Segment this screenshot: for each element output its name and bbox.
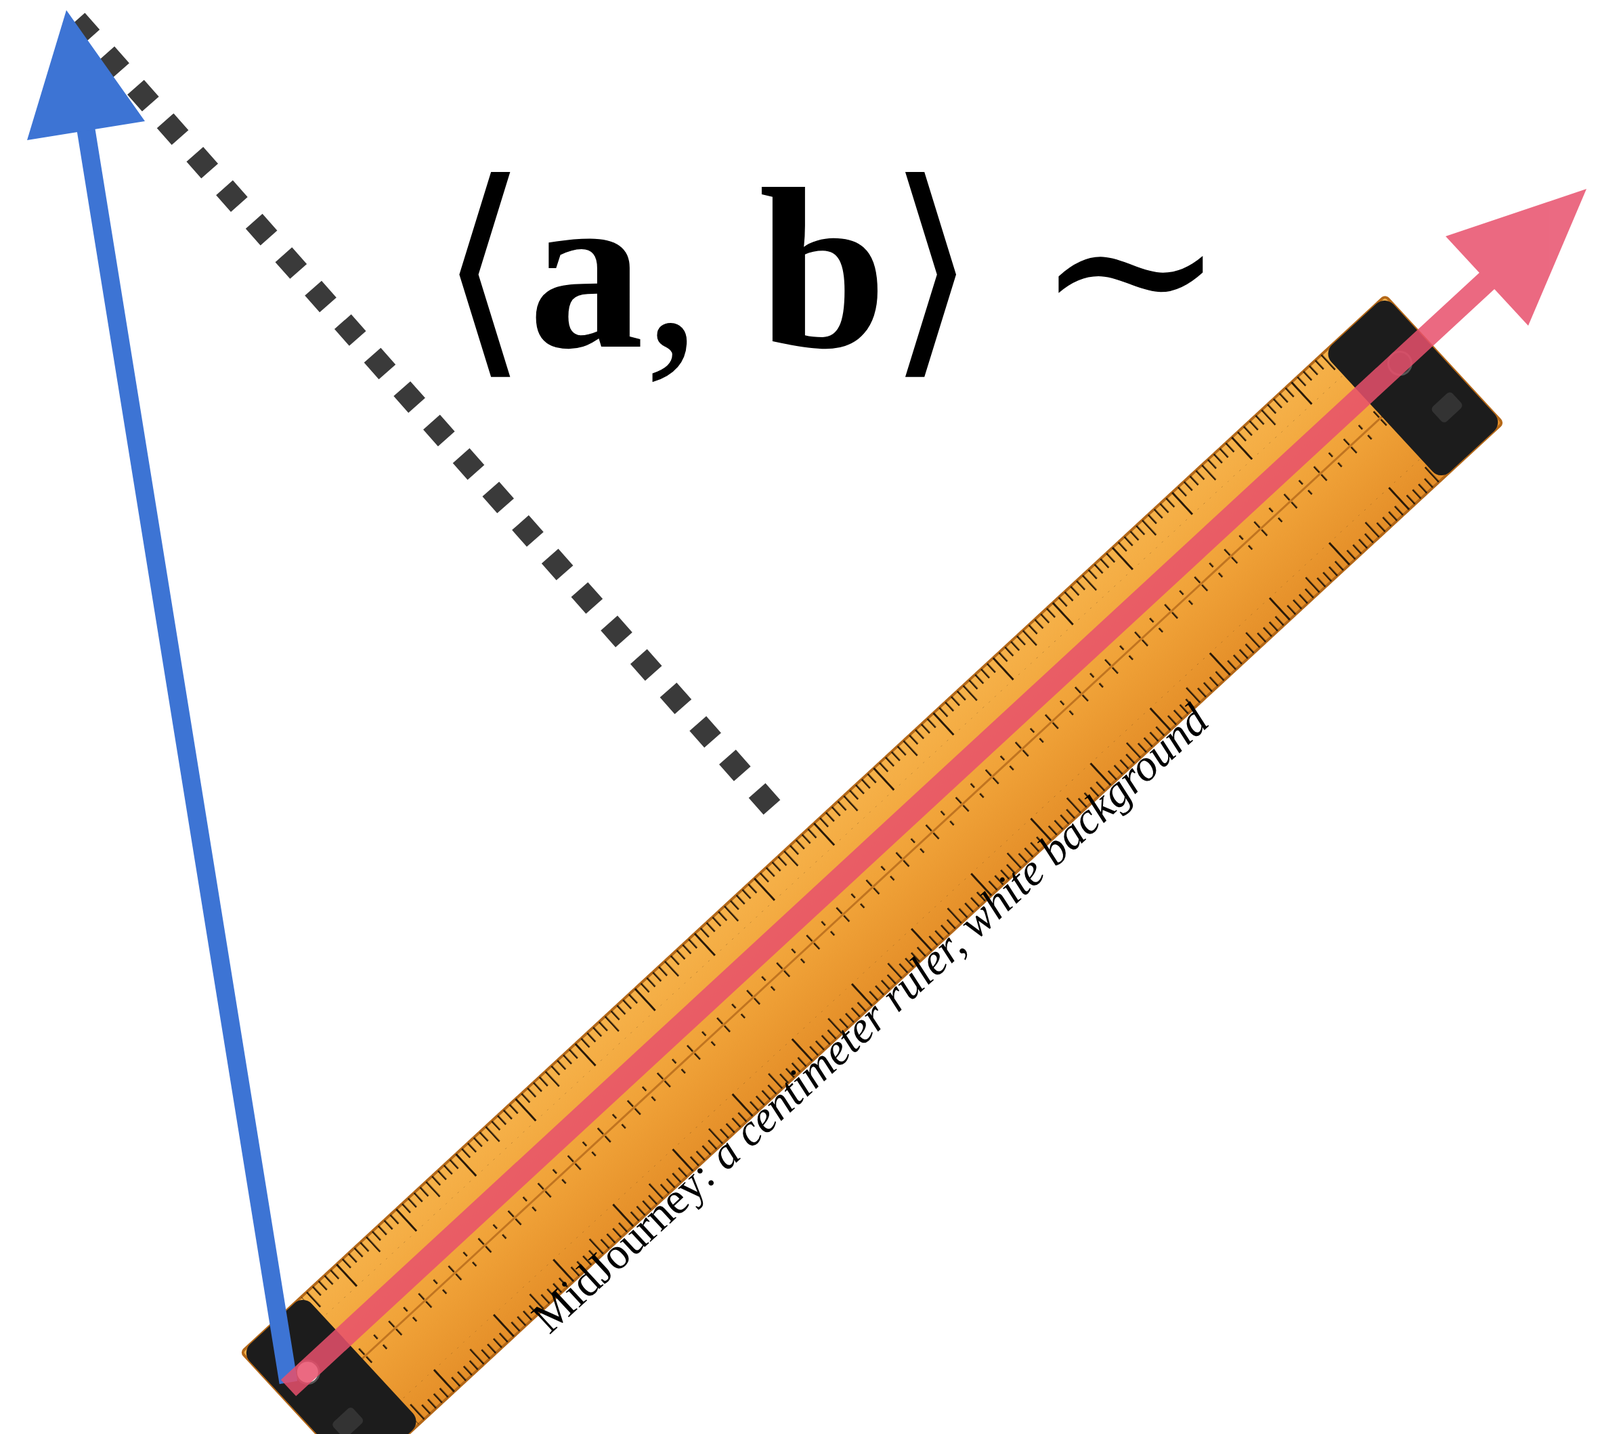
ruler-end-cap — [1323, 295, 1504, 481]
formula-glyph: a — [528, 141, 644, 397]
formula-glyph: , — [643, 141, 702, 397]
arrow-shaft — [83, 117, 289, 1383]
formula-holder: ⟨a, b⟩ ∼ — [438, 154, 1227, 385]
ruler-ticks — [353, 407, 1391, 1368]
arrow-head — [27, 10, 145, 141]
vector-b-arrow — [27, 10, 289, 1383]
formula-glyph: b — [759, 141, 888, 397]
ruler-divider — [299, 359, 1444, 1417]
formula-glyph — [976, 141, 1034, 397]
formula-glyph: ⟩ — [887, 141, 978, 397]
formula-glyph — [701, 141, 760, 397]
arrow-shaft — [288, 271, 1498, 1389]
ruler-end-cap — [241, 1294, 422, 1434]
arrow-head — [1445, 188, 1587, 326]
ruler-ticks — [301, 350, 1347, 1320]
inner-product-formula: ⟨a, b⟩ ∼ — [438, 154, 1227, 385]
formula-glyph: ∼ — [1033, 141, 1227, 397]
formula-glyph: ⟨ — [438, 141, 529, 397]
ruler-ticks — [398, 456, 1443, 1425]
ruler-screw — [1430, 390, 1464, 424]
ruler-screw — [331, 1406, 365, 1434]
